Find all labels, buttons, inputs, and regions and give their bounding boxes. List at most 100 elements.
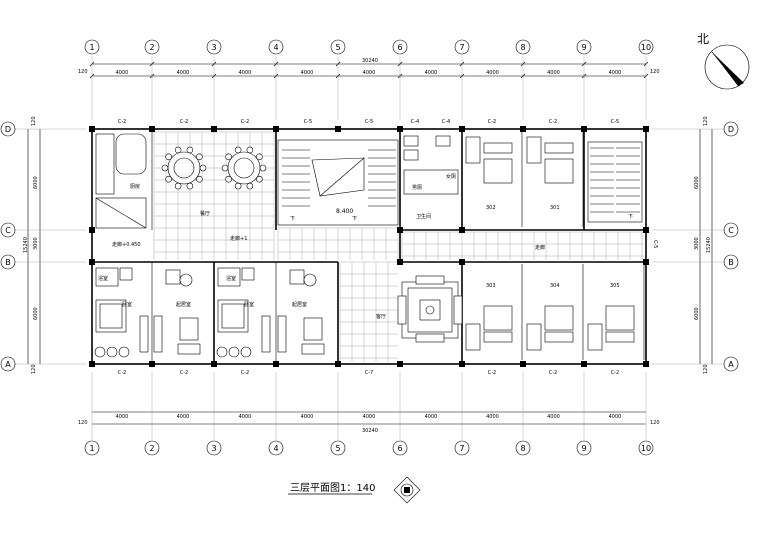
bed-icon [544, 142, 574, 154]
chair-icon [199, 164, 207, 172]
chair-icon [174, 182, 182, 190]
axis-letter-right: B [728, 258, 734, 267]
axis-bubble-bottom [330, 440, 346, 456]
column [273, 361, 279, 367]
top-bay-dim: 4000 [486, 70, 499, 76]
stair-down-1: 下 [290, 216, 295, 222]
axis-bubble-left [0, 254, 16, 270]
axis-bubble-left [0, 356, 16, 372]
column [643, 259, 649, 265]
window-label-bottom: C-7 [365, 370, 373, 376]
axis-number-bottom: 5 [335, 444, 340, 453]
lounge-carpet [397, 275, 463, 343]
axis-letter-left: C [5, 226, 11, 235]
window-label-top: C-2 [549, 119, 557, 125]
axis-number-top: 2 [149, 43, 154, 52]
east-stair [587, 141, 643, 223]
axis-bubble-right [723, 222, 739, 238]
corridor-label: 走廊 [535, 244, 545, 251]
window-label-bottom: C-2 [488, 370, 496, 376]
chair-icon [234, 182, 242, 190]
armchair-icon [228, 346, 240, 358]
column [397, 361, 403, 367]
main-stair [277, 139, 399, 226]
table-icon [289, 269, 305, 285]
column [459, 361, 465, 367]
stair-down-3: 下 [628, 214, 633, 220]
axis-number-bottom: 2 [149, 444, 154, 453]
wardrobe-icon [139, 315, 149, 353]
window-label-top: C-4 [442, 119, 450, 125]
axis-bubble-top [454, 39, 470, 55]
window-label-top: C-2 [488, 119, 496, 125]
corridor-plus-label: 走廊+1 [230, 235, 247, 242]
bed-icon [544, 331, 574, 343]
column [643, 126, 649, 132]
bedroom-1-label: 卧室 [122, 301, 132, 308]
chair-icon [174, 146, 182, 154]
axis-number-top: 9 [581, 43, 586, 52]
window-label-top: C-5 [304, 119, 312, 125]
living-1-label: 起居室 [176, 301, 191, 308]
axis-number-bottom: 8 [520, 444, 525, 453]
axis-bubble-right [723, 254, 739, 270]
axis-number-top: 5 [335, 43, 340, 52]
axis-bubble-bottom [638, 440, 654, 456]
axis-bubble-top [206, 39, 222, 55]
column [643, 227, 649, 233]
room-301-label: 301 [550, 205, 560, 211]
column [273, 126, 279, 132]
axis-bubble-right [723, 121, 739, 137]
round-table-2 [221, 146, 267, 190]
column [89, 227, 95, 233]
tv-cabinet-icon [177, 343, 201, 355]
room-302-label: 302 [486, 205, 496, 211]
top-bay-dim: 4000 [301, 70, 314, 76]
dining-label: 餐厅 [200, 210, 210, 217]
left-edge-bottom: 120 [31, 364, 37, 374]
washroom-label: 卫生间 [416, 213, 431, 220]
column [335, 361, 341, 367]
chair-icon [186, 182, 194, 190]
axis-letter-right: C [728, 226, 734, 235]
axis-number-bottom: 9 [581, 444, 586, 453]
sink-icon [241, 267, 255, 281]
bathtub-icon [217, 267, 241, 287]
mid-corridor-label: 走廊+0.450 [112, 241, 141, 248]
axis-bubble-top [84, 39, 100, 55]
toilet-fixtures [403, 135, 459, 195]
building-walls [91, 128, 647, 365]
window-label-bottom: C-2 [549, 370, 557, 376]
axis-bubble-top [330, 39, 346, 55]
axis-letter-left: D [5, 125, 11, 134]
axis-bubble-bottom [576, 440, 592, 456]
sofa-icon [303, 317, 323, 341]
axis-letter-right: A [728, 360, 734, 369]
window-label-right: C-5 [652, 240, 658, 248]
column [397, 126, 403, 132]
kitchen-fixtures [95, 133, 147, 229]
bed-icon [544, 305, 574, 331]
left-total: 15240 [23, 237, 29, 253]
wardrobe-icon [277, 315, 287, 353]
window-label-top: C-2 [180, 119, 188, 125]
window-label-bottom: C-2 [241, 370, 249, 376]
bottom-bay-dim: 4000 [177, 414, 190, 420]
bed-icon [483, 331, 513, 343]
bathtub-icon [95, 267, 119, 287]
armchair-icon [94, 346, 106, 358]
round-table-icon [303, 273, 317, 287]
bottom-bay-dim: 4000 [239, 414, 252, 420]
column [459, 227, 465, 233]
right-bay-1: 6000 [694, 176, 700, 189]
axis-bubble-top [144, 39, 160, 55]
right-edge-bottom: 120 [703, 364, 709, 374]
axis-bubble-bottom [392, 440, 408, 456]
axis-bubble-bottom [144, 440, 160, 456]
axis-bubble-bottom [454, 440, 470, 456]
chair-icon [259, 164, 267, 172]
right-edge-top: 120 [703, 116, 709, 126]
living-2-label: 起居室 [292, 301, 307, 308]
column [211, 126, 217, 132]
